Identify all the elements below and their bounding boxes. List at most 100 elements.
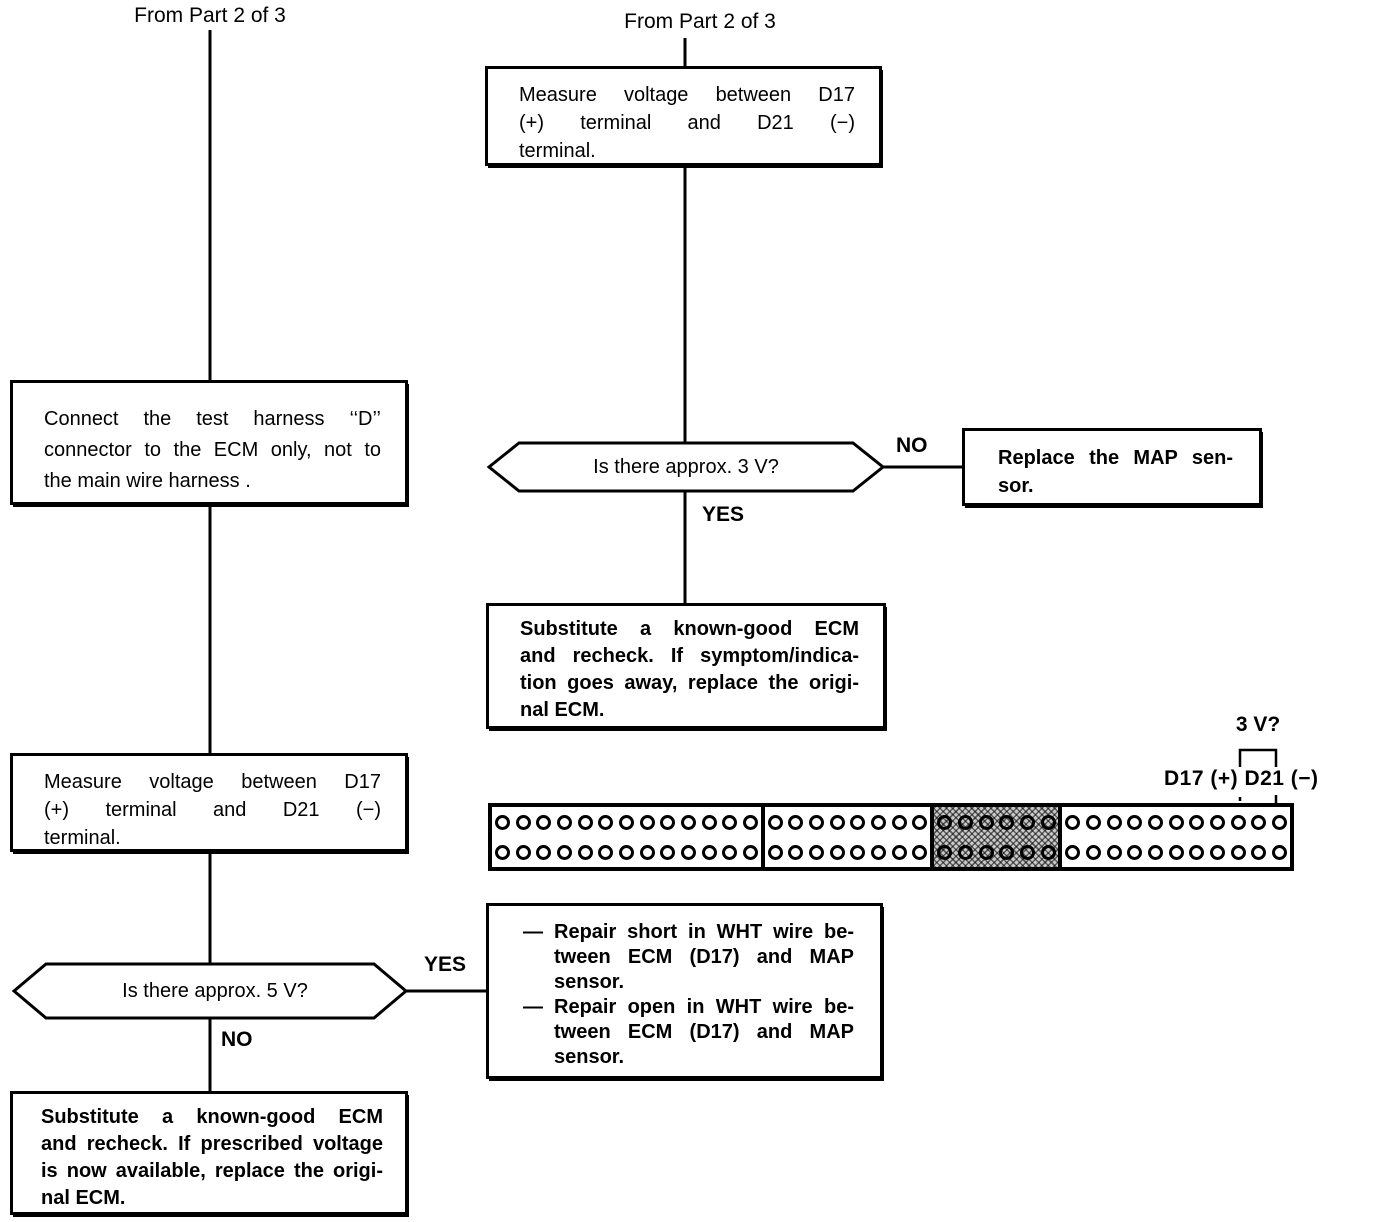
repair-open-text: Repair open in WHT wire be-tween ECM (D1…: [554, 996, 854, 1068]
terminal-pin: [1127, 844, 1143, 860]
terminal-pin: [871, 814, 887, 830]
terminal-pin: [660, 844, 676, 860]
dash-bullet: —: [523, 921, 543, 943]
yes-label-right: YES: [702, 503, 745, 526]
terminal-pin: [680, 844, 696, 860]
terminal-pin: [598, 814, 614, 830]
terminal-pin: [1106, 814, 1122, 830]
terminal-pin: [937, 814, 953, 830]
terminal-pin: [1230, 844, 1246, 860]
terminal-pin: [536, 844, 552, 860]
terminal-pin: [515, 844, 531, 860]
repair-wire-box: — Repair short in WHT wire be-tween ECM …: [486, 903, 883, 1079]
pin-row: [492, 807, 761, 837]
terminal-pin: [1147, 844, 1163, 860]
terminal-pin: [742, 844, 758, 860]
terminal-pin: [809, 814, 825, 830]
terminal-pin: [1065, 814, 1081, 830]
pin-row: [1062, 837, 1290, 867]
terminal-pin: [1272, 814, 1288, 830]
terminal-pin: [556, 814, 572, 830]
terminal-pin: [1040, 814, 1056, 830]
terminal-pin: [618, 814, 634, 830]
terminal-pin: [999, 844, 1015, 860]
connector-section: [492, 807, 761, 867]
terminal-pin: [978, 814, 994, 830]
replace-map-sensor-box: Replace the MAP sen-sor.: [962, 428, 1262, 506]
terminal-pin: [829, 844, 845, 860]
connect-test-harness-box: Connect the test harness ‘‘D’’connector …: [10, 380, 408, 505]
terminal-pin: [1189, 814, 1205, 830]
terminal-pin: [1168, 844, 1184, 860]
terminal-pin: [767, 844, 783, 860]
terminal-pin: [1210, 844, 1225, 860]
repair-short-text: Repair short in WHT wire be-tween ECM (D…: [554, 921, 854, 993]
decision-question-left: Is there approx. 5 V?: [122, 979, 308, 1002]
yes-label-left: YES: [424, 953, 467, 976]
from-part-label-left: From Part 2 of 3: [134, 4, 286, 27]
terminal-pin: [742, 814, 758, 830]
terminal-pin: [871, 844, 887, 860]
terminal-pin: [494, 814, 510, 830]
terminal-pin: [1210, 814, 1225, 830]
ecm-connector: [488, 803, 1294, 871]
terminal-pin: [1106, 844, 1122, 860]
terminal-pin: [1272, 844, 1288, 860]
terminal-pin: [577, 844, 593, 860]
pin-row: [765, 837, 930, 867]
terminal-pin: [639, 814, 655, 830]
terminal-pin: [891, 844, 907, 860]
pin-row: [1062, 807, 1290, 837]
terminal-annotation-label: D17 (+) D21 (−): [1164, 767, 1319, 790]
voltage-bracket: [1238, 748, 1278, 767]
measure-voltage-text-left: Measure voltage between D17(+) terminal …: [44, 771, 381, 849]
terminal-pin: [1085, 844, 1101, 860]
terminal-pin: [937, 844, 953, 860]
measure-voltage-box-right: Measure voltage between D17(+) terminal …: [485, 66, 882, 166]
terminal-pin: [891, 814, 907, 830]
terminal-pin: [957, 814, 973, 830]
terminal-pin: [788, 844, 804, 860]
repair-item-short: — Repair short in WHT wire be-tween ECM …: [523, 920, 854, 995]
terminal-pin: [598, 844, 614, 860]
terminal-pin: [1040, 844, 1056, 860]
pin-row: [765, 807, 930, 837]
terminal-pin: [957, 844, 973, 860]
terminal-pin: [912, 844, 928, 860]
terminal-pin: [829, 814, 845, 830]
from-part-label-right: From Part 2 of 3: [624, 10, 776, 33]
terminal-pin: [1147, 814, 1163, 830]
decision-question-right: Is there approx. 3 V?: [593, 455, 779, 478]
terminal-pin: [577, 814, 593, 830]
dash-bullet: —: [523, 996, 543, 1018]
terminal-pin: [1085, 814, 1101, 830]
pin-row: [492, 837, 761, 867]
terminal-pin: [809, 844, 825, 860]
terminal-pin: [850, 844, 866, 860]
terminal-pin: [1019, 814, 1035, 830]
terminal-pin: [850, 814, 866, 830]
repair-item-open: — Repair open in WHT wire be-tween ECM (…: [523, 995, 854, 1070]
terminal-pin: [788, 814, 804, 830]
connector-section: [760, 807, 930, 867]
terminal-pin: [680, 814, 696, 830]
terminal-pin: [1065, 844, 1081, 860]
terminal-pin: [1168, 814, 1184, 830]
terminal-pin: [999, 814, 1015, 830]
pin-row: [934, 837, 1058, 867]
connect-test-harness-text: Connect the test harness ‘‘D’’connector …: [44, 408, 381, 492]
connector-section: [1058, 807, 1290, 867]
terminal-pin: [1127, 814, 1143, 830]
connector-section-shaded: [930, 807, 1059, 867]
no-label-right: NO: [896, 434, 928, 457]
terminal-pin: [722, 814, 738, 830]
no-label-left: NO: [221, 1028, 253, 1051]
terminal-pin: [1019, 844, 1035, 860]
terminal-pin: [978, 844, 994, 860]
replace-map-sensor-text: Replace the MAP sen-sor.: [998, 447, 1233, 497]
pin-row: [934, 807, 1058, 837]
terminal-pin: [515, 814, 531, 830]
terminal-pin: [912, 814, 928, 830]
terminal-pin: [1189, 844, 1205, 860]
